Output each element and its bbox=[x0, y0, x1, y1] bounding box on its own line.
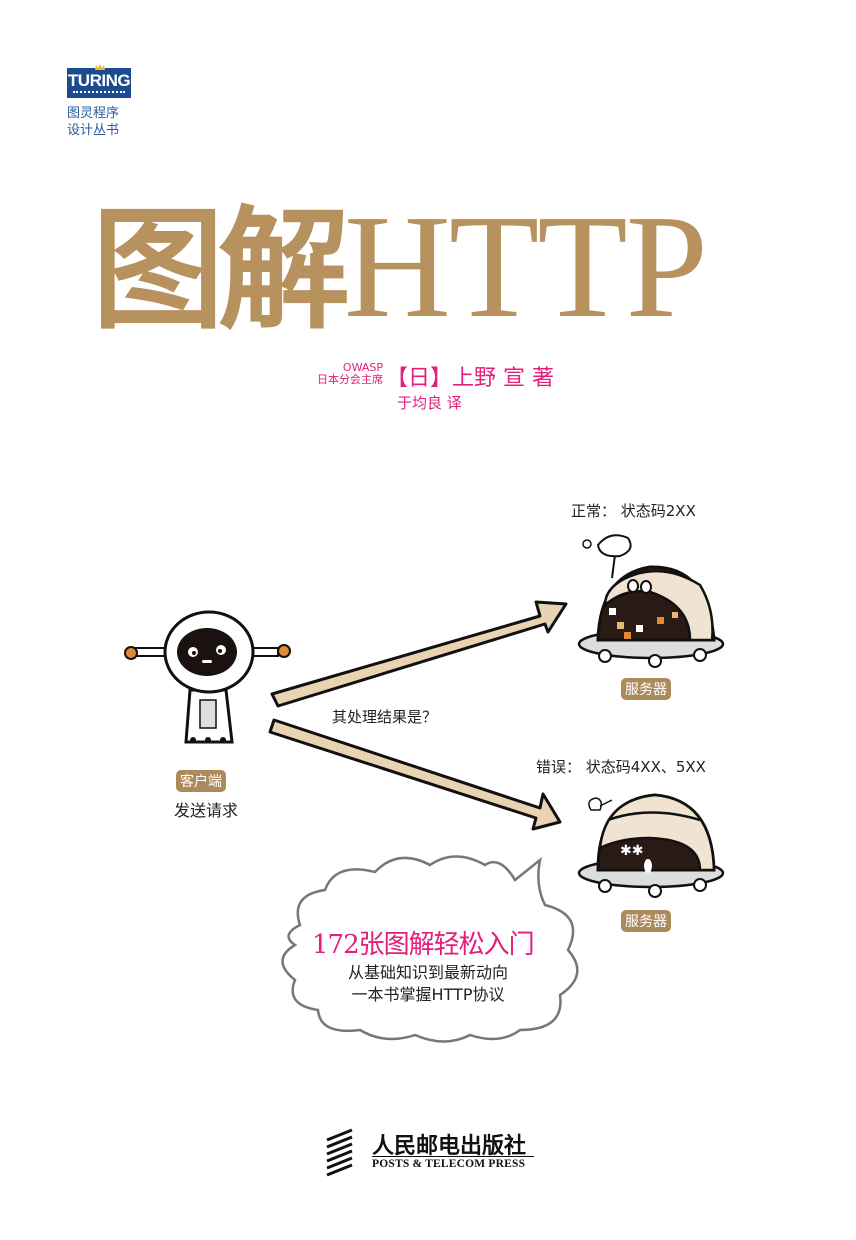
svg-text:✱✱: ✱✱ bbox=[620, 843, 643, 859]
author-role: OWASP 日本分会主席 bbox=[305, 362, 383, 386]
cloud-headline: 172张图解轻松入门 bbox=[312, 930, 535, 960]
cloud-callout-icon bbox=[281, 855, 579, 1043]
logo-text: TURING bbox=[67, 71, 131, 90]
client-caption: 发送请求 bbox=[174, 801, 239, 820]
series-name: 图灵程序 设计丛书 bbox=[67, 105, 137, 139]
success-label: 正常： 状态码2XX bbox=[571, 502, 696, 520]
arrow-success-icon bbox=[270, 600, 568, 708]
question-label: 其处理结果是？ bbox=[332, 708, 438, 726]
publisher-logo-icon bbox=[326, 1128, 353, 1177]
author-name: 【日】上野 宣 著 bbox=[386, 366, 554, 391]
series-name-line2: 设计丛书 bbox=[67, 123, 120, 138]
error-label: 错误： 状态码4XX、5XX bbox=[536, 758, 706, 776]
server-tag-bottom: 服务器 bbox=[621, 910, 671, 932]
cloud-subtext: 从基础知识到最新动向 一本书掌握HTTP协议 bbox=[338, 962, 518, 1006]
client-tag: 客户端 bbox=[176, 770, 226, 792]
title-cn: 图解 bbox=[92, 193, 350, 348]
arrow-error-icon bbox=[268, 718, 562, 831]
book-title: 图解HTTP bbox=[92, 192, 708, 348]
client-robot-icon bbox=[124, 610, 291, 744]
crown-icon bbox=[95, 64, 105, 70]
role-line2: 日本分会主席 bbox=[317, 373, 383, 386]
publisher-name-en: POSTS & TELECOM PRESS bbox=[372, 1158, 526, 1170]
turing-logo: TURING bbox=[67, 64, 131, 98]
server-tag-top: 服务器 bbox=[621, 678, 671, 700]
publisher-divider bbox=[372, 1156, 534, 1157]
server-error-icon: ✱✱ bbox=[577, 793, 725, 898]
series-name-line1: 图灵程序 bbox=[67, 106, 120, 121]
server-success-icon bbox=[577, 534, 725, 668]
publisher-name-cn: 人民邮电出版社 bbox=[372, 1133, 527, 1159]
translator-name: 于均良 译 bbox=[397, 394, 462, 412]
role-line1: OWASP bbox=[342, 361, 383, 374]
cloud-line1: 从基础知识到最新动向 bbox=[347, 963, 508, 982]
title-en: HTTP bbox=[344, 185, 708, 349]
cloud-line2: 一本书掌握HTTP协议 bbox=[351, 985, 505, 1004]
